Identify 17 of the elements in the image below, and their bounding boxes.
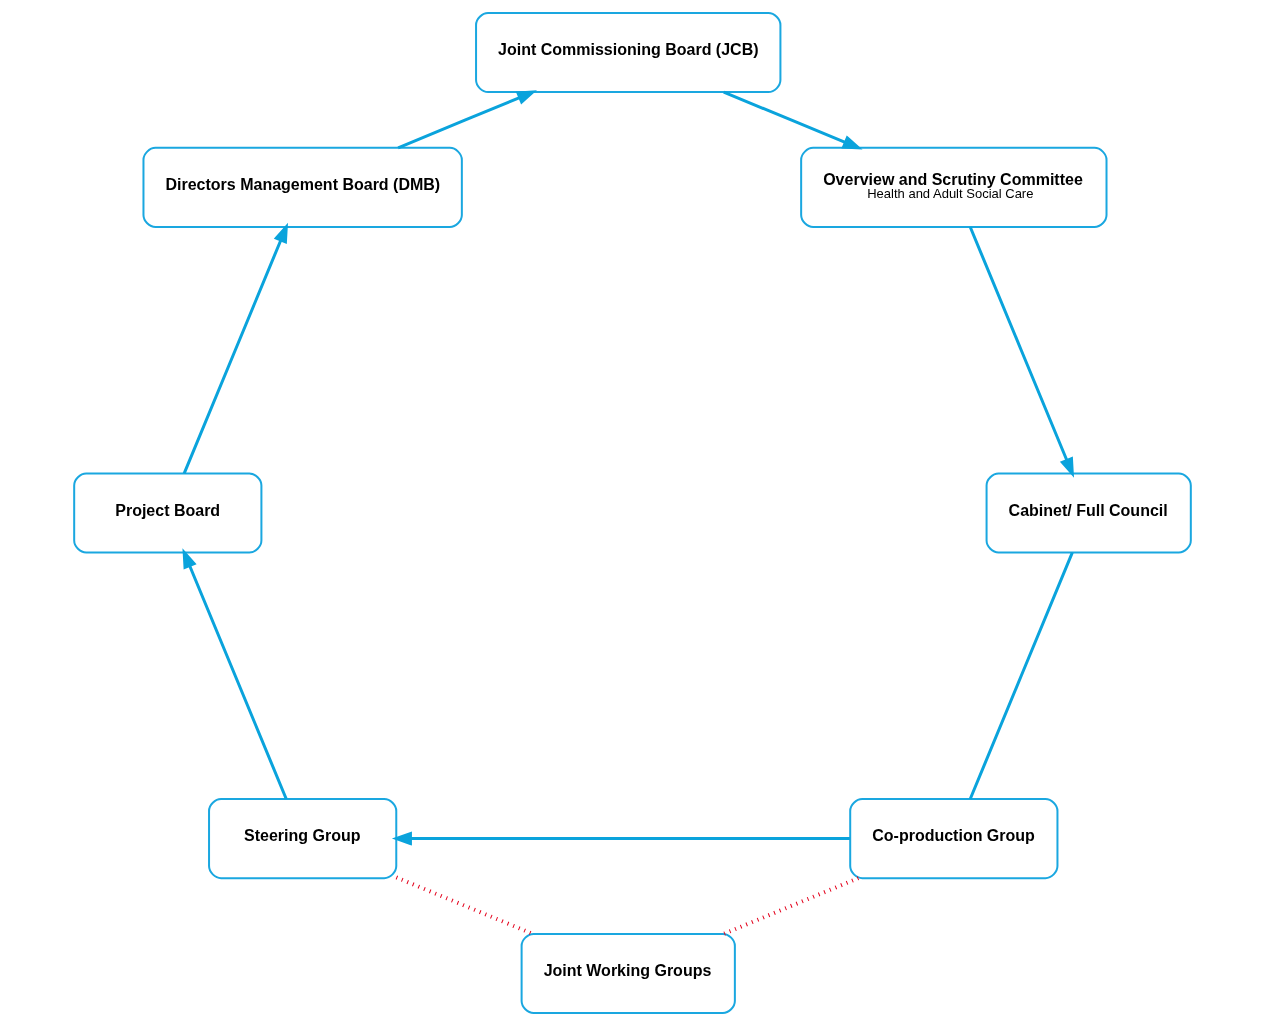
node-box: Cabinet/ Full Council	[985, 471, 1192, 554]
node-box: Joint Commissioning Board (JCB)	[475, 11, 782, 93]
connector	[722, 875, 860, 936]
node-box: Steering Group	[208, 797, 398, 879]
node-box: Overview and Scrutiny Committee Health and Adult Social Care	[800, 146, 1108, 228]
arrow	[723, 90, 863, 150]
node-box: Co-production Group	[849, 797, 1059, 879]
arrow	[182, 547, 288, 800]
node-box: Joint Working Groups	[520, 932, 736, 1014]
arrow	[397, 89, 537, 149]
node-box: Project Board	[73, 471, 263, 554]
arrow	[391, 831, 850, 846]
node-box: Directors Management Board (DMB)	[142, 146, 463, 228]
connector	[395, 875, 534, 936]
arrow	[182, 222, 288, 474]
connector	[968, 551, 1074, 800]
arrow	[968, 225, 1075, 478]
